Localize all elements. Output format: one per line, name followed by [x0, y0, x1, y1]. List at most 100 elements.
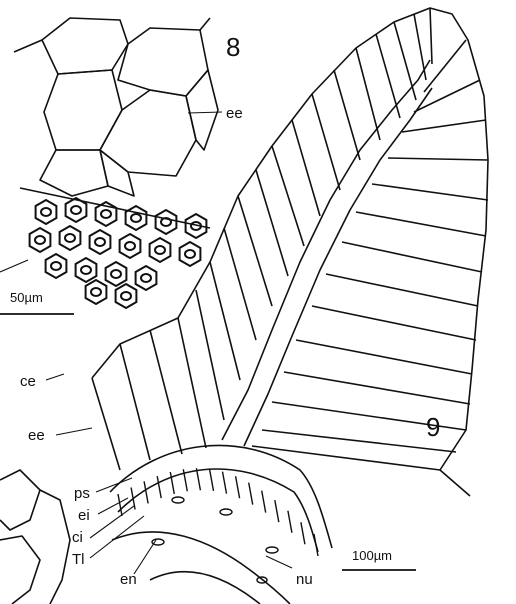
fig9-cell-wall: [296, 340, 472, 374]
label-nu: nu: [296, 571, 313, 588]
fig9-basal-cell-wall: [223, 472, 227, 494]
figure-9-cell-walls: [92, 8, 488, 470]
fig8-small-cell: [126, 206, 147, 230]
fig9-cell-wall: [376, 34, 400, 118]
fig8-cell-left: [44, 70, 122, 150]
fig8-stoma: [111, 270, 121, 278]
fig9-cell-wall: [326, 274, 478, 306]
label-ps: ps: [74, 485, 90, 502]
fig9-cell-wall: [150, 330, 182, 454]
fig9-basal-cell-wall: [170, 472, 174, 494]
fig8-small-cell: [46, 254, 67, 278]
figure-8-number: 8: [226, 32, 240, 62]
fig9-central-strand: [222, 60, 430, 440]
fig9-cell-wall: [424, 40, 466, 92]
fig8-stoma: [131, 214, 141, 222]
fig9-basal-cell-wall: [196, 468, 200, 490]
figure-9-nuclei: [152, 497, 278, 583]
figure-9-number: 9: [426, 412, 440, 442]
label-ee-fig8: ee: [226, 105, 243, 122]
fig9-cell-wall: [356, 48, 380, 140]
fig9-basal-cell-wall: [301, 522, 305, 544]
fig8-small-cell: [156, 210, 177, 234]
fig9-cell-wall: [92, 378, 120, 470]
fig9-cell-wall: [342, 242, 482, 272]
fig8-small-cell: [180, 242, 201, 266]
fig9-basal-arc-inner: [118, 469, 318, 552]
fig8-stoma: [185, 250, 195, 258]
label-ee-fig9: ee: [28, 427, 45, 444]
fig9-cell-wall: [414, 14, 426, 80]
fig9-cell-wall: [372, 184, 488, 200]
fig9-basal-cell-wall: [288, 511, 292, 533]
fig8-small-cell: [136, 266, 157, 290]
fig9-cell-wall: [312, 94, 340, 190]
fig9-basal-cell-wall: [275, 500, 279, 522]
fig9-cell-wall: [414, 80, 480, 112]
fig8-cell-bottom: [100, 150, 134, 196]
fig9-cell-wall: [312, 306, 476, 340]
fig8-stoma: [125, 242, 135, 250]
fig8-stoma: [155, 246, 165, 254]
fig8-small-cell: [76, 258, 97, 282]
fig8-outer-cell-top: [42, 18, 128, 74]
fig8-stoma: [121, 292, 131, 300]
fig9-cell-wall: [196, 290, 224, 420]
fig9-cell-wall: [430, 8, 432, 64]
fig8-cell-edge: [186, 70, 218, 150]
fig9-lower-body: [112, 532, 290, 604]
label-en: en: [120, 571, 137, 588]
fig8-small-cell: [30, 228, 51, 252]
fig9-basal-cell-wall: [314, 534, 318, 556]
fig9-basal-cell-wall: [262, 491, 266, 513]
fig8-stoma: [141, 274, 151, 282]
fig9-cell-wall: [388, 158, 488, 160]
fig9-cell-wall: [394, 22, 416, 100]
scale-bar-lines: [0, 314, 416, 570]
fig9-cell-wall: [252, 446, 440, 470]
fig8-cell-bottom-left: [40, 150, 108, 196]
label-ei: ei: [78, 507, 90, 524]
fig8-stoma: [51, 262, 61, 270]
figure-9-basal-cells: [118, 468, 318, 556]
fig9-cell-wall: [238, 196, 272, 306]
fig9-cell-wall: [178, 318, 206, 448]
fig8-small-cell: [90, 230, 111, 254]
fig8-stoma: [65, 234, 75, 242]
fig8-small-cell: [106, 262, 127, 286]
figure-8-small-cells: [30, 198, 207, 308]
fig9-cell-wall: [224, 228, 256, 340]
fig8-small-cell: [36, 200, 57, 224]
fig9-cell-wall: [292, 120, 320, 216]
fig9-cell-wall: [210, 262, 240, 380]
fig8-small-cell: [116, 284, 137, 308]
fig9-cell-wall: [402, 120, 486, 132]
label-ce: ce: [20, 373, 36, 390]
figure-8-drawing: [14, 18, 218, 228]
fig8-small-cell: [66, 198, 87, 222]
fig8-small-cell: [120, 234, 141, 258]
fig9-basal-cell-wall: [236, 476, 240, 498]
fig9-basal-cell-wall: [157, 476, 161, 498]
fig8-stoma: [81, 266, 91, 274]
fig9-cell-wall: [256, 170, 288, 276]
fig9-cell-wall: [284, 372, 470, 404]
fig9-cell-wall: [272, 146, 304, 246]
fig9-cell-wall: [356, 212, 486, 236]
fig8-cell-center: [100, 90, 196, 176]
fig9-basal-cell-wall: [210, 469, 214, 491]
fig8-stoma: [35, 236, 45, 244]
fig9-cell-wall: [120, 344, 150, 460]
label-tl: Tl: [72, 551, 85, 568]
fig8-stoma: [41, 208, 51, 216]
fig9-scale-label: 100µm: [352, 548, 392, 563]
fig9-basal-cell-wall: [249, 483, 253, 505]
fig8-stoma: [71, 206, 81, 214]
fig8-small-cell: [86, 280, 107, 304]
fig8-stoma: [91, 288, 101, 296]
fig8-scale-label: 50µm: [10, 290, 43, 305]
fig9-basal-cell-wall: [144, 481, 148, 503]
fig8-stoma: [95, 238, 105, 246]
